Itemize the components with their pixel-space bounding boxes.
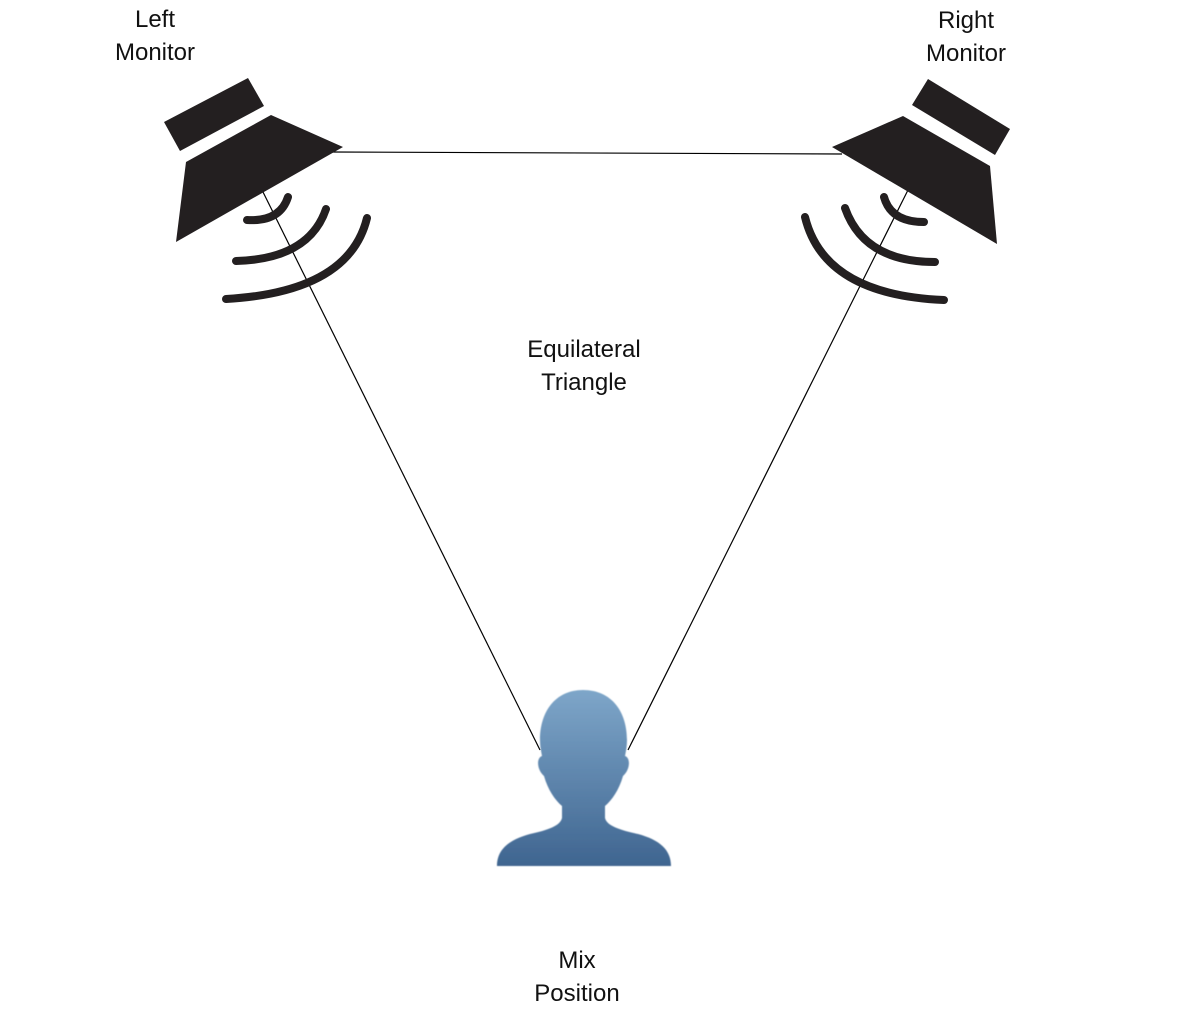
mix-position-person-icon — [497, 690, 671, 866]
right-monitor-label-line2: Monitor — [925, 40, 1007, 67]
speaker-cone — [176, 115, 343, 242]
sound-waves-icon — [801, 193, 948, 304]
speaker-cone — [832, 116, 997, 244]
center-label-line2: Triangle — [541, 369, 627, 396]
mix-position-label: Mix Position — [517, 944, 637, 1010]
speaker-back-bar — [164, 78, 264, 151]
left-monitor-label-line1: Left — [134, 6, 176, 33]
edge-left-right — [331, 151, 843, 155]
right-monitor-speaker-icon — [801, 79, 1010, 304]
right-monitor-label-line1: Right — [937, 7, 995, 34]
center-label-line1: Equilateral — [527, 336, 641, 363]
equilateral-triangle-label: Equilateral Triangle — [494, 333, 674, 399]
edge-left-mix — [261, 189, 541, 751]
mix-position-label-line1: Mix — [558, 947, 596, 974]
left-monitor-label: Left Monitor — [95, 3, 215, 69]
sound-waves-icon — [222, 193, 371, 303]
person-silhouette-icon — [497, 690, 671, 866]
left-monitor-speaker-icon — [164, 78, 371, 303]
right-monitor-label: Right Monitor — [906, 4, 1026, 70]
left-monitor-label-line2: Monitor — [114, 39, 196, 66]
speaker-back-bar — [912, 79, 1010, 155]
mix-position-label-line2: Position — [534, 980, 620, 1007]
edge-right-mix — [627, 189, 909, 751]
